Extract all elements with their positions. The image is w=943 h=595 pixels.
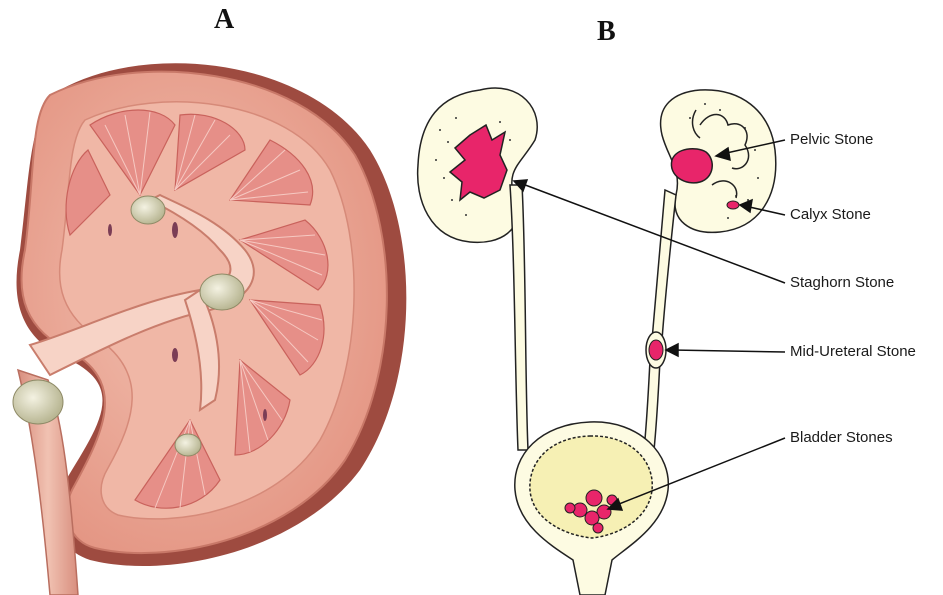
panel-a-label: A xyxy=(214,4,234,36)
stone-lower xyxy=(175,434,201,456)
stone-center xyxy=(200,274,244,310)
stone-upper xyxy=(131,196,165,224)
callout-mid-ureteral-stone: Mid-Ureteral Stone xyxy=(790,343,916,360)
panel-b-label: B xyxy=(597,16,616,48)
calyx-stone xyxy=(727,201,739,209)
callout-staghorn-stone: Staghorn Stone xyxy=(790,274,894,291)
callout-bladder-stones: Bladder Stones xyxy=(790,429,893,446)
mid-ureteral-stone xyxy=(649,340,663,360)
right-ureter-lower xyxy=(644,360,660,450)
left-ureter xyxy=(510,185,528,450)
right-ureter-upper xyxy=(652,190,676,340)
pelvic-stone xyxy=(671,149,712,183)
stone-ureter xyxy=(13,380,63,424)
callout-pelvic-stone: Pelvic Stone xyxy=(790,131,873,148)
callout-calyx-stone: Calyx Stone xyxy=(790,206,871,223)
